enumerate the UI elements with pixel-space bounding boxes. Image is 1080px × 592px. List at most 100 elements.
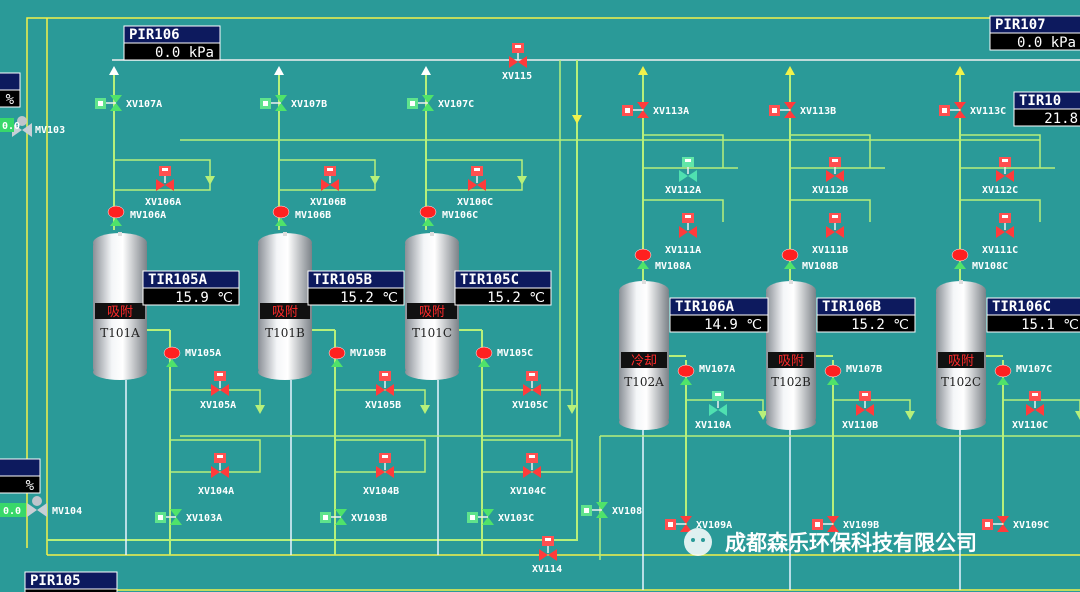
valve-body-icon <box>548 549 557 561</box>
motor-actuator-icon[interactable] <box>634 248 652 262</box>
xv-valve[interactable] <box>709 404 727 416</box>
vessel-status: 冷却 <box>631 354 657 369</box>
vessel-name: T101B <box>265 326 305 340</box>
flow-arrow-icon <box>785 66 795 75</box>
actuator-window <box>263 101 268 106</box>
tag-name: TIR106A <box>675 299 735 315</box>
xv-valve[interactable] <box>827 516 839 532</box>
xv-valve[interactable] <box>637 102 649 118</box>
flow-arrow-icon <box>517 176 527 185</box>
valve-label: XV112A <box>665 185 701 196</box>
valve-body-icon <box>166 359 178 367</box>
xv-valve[interactable] <box>679 226 697 238</box>
manual-valve-icon[interactable] <box>37 503 47 517</box>
xv-valve[interactable] <box>468 179 486 191</box>
manual-valve-icon[interactable] <box>27 503 37 517</box>
pipe-segment <box>26 17 1080 548</box>
valve-body-icon <box>680 524 692 532</box>
motor-actuator-icon[interactable] <box>677 364 695 378</box>
xv-valve[interactable] <box>422 95 434 111</box>
valve-label: XV106C <box>457 197 493 208</box>
valve-body-icon <box>275 95 287 103</box>
xv-valve[interactable] <box>680 516 692 532</box>
xv-valve[interactable] <box>784 102 796 118</box>
pipe-segment <box>170 389 261 412</box>
xv-valve[interactable] <box>997 516 1009 532</box>
xv-valve[interactable] <box>523 466 541 478</box>
valve-label: XV111C <box>982 245 1018 256</box>
valve-body-icon <box>996 226 1005 238</box>
motor-actuator-icon[interactable] <box>994 364 1012 378</box>
motor-actuator-icon[interactable] <box>781 248 799 262</box>
xv-valve[interactable] <box>826 170 844 182</box>
xv-valve[interactable] <box>826 226 844 238</box>
valve-body-icon <box>532 384 541 396</box>
xv-valve[interactable] <box>376 466 394 478</box>
motor-actuator-icon[interactable] <box>328 346 346 360</box>
xv-valve[interactable] <box>275 95 287 111</box>
motor-actuator-icon[interactable] <box>475 346 493 360</box>
flow-arrow-icon <box>1075 411 1080 420</box>
flow-arrow-icon <box>420 405 430 414</box>
valve-body-icon <box>330 179 339 191</box>
motor-actuator-icon[interactable] <box>272 205 290 219</box>
valve-body-icon <box>523 466 532 478</box>
xv-valve[interactable] <box>596 502 608 518</box>
valve-body-icon <box>835 170 844 182</box>
xv-valve[interactable] <box>523 384 541 396</box>
xv-valve[interactable] <box>335 509 347 525</box>
valve-body-icon <box>468 179 477 191</box>
xv-valve[interactable] <box>996 170 1014 182</box>
motor-actuator-icon[interactable] <box>951 248 969 262</box>
valve-label: XV104C <box>510 486 546 497</box>
motor-actuator-icon[interactable] <box>824 364 842 378</box>
pipe-segment <box>643 134 724 168</box>
xv-valve[interactable] <box>1026 404 1044 416</box>
xv-valve[interactable] <box>156 179 174 191</box>
tag-name-box <box>0 72 21 91</box>
xv-valve[interactable] <box>110 95 122 111</box>
xv-valve[interactable] <box>509 56 527 68</box>
xv-valve[interactable] <box>679 170 697 182</box>
valve-label: XV103B <box>351 513 387 524</box>
valve-label: MV103 <box>35 125 65 136</box>
tag-value-box <box>1013 108 1080 127</box>
xv-valve[interactable] <box>856 404 874 416</box>
tag-value-box <box>307 287 405 306</box>
xv-valve[interactable] <box>482 509 494 525</box>
xv-valve[interactable] <box>211 466 229 478</box>
actuator-window <box>862 393 868 396</box>
valve-label: MV108B <box>802 261 838 272</box>
xv-valve[interactable] <box>954 102 966 118</box>
manual-valve-icon[interactable] <box>22 123 32 137</box>
motor-actuator-icon[interactable] <box>107 205 125 219</box>
status-box <box>768 352 814 368</box>
flow-arrow-icon <box>370 176 380 185</box>
xv-valve[interactable] <box>376 384 394 396</box>
motor-actuator-icon[interactable] <box>163 346 181 360</box>
valve-body-icon <box>826 170 835 182</box>
xv-valve[interactable] <box>211 384 229 396</box>
xv-valve[interactable] <box>539 549 557 561</box>
status-box <box>938 352 984 368</box>
valve-body-icon <box>165 179 174 191</box>
valve-body-icon <box>156 179 165 191</box>
motor-actuator-icon[interactable] <box>419 205 437 219</box>
xv-valve[interactable] <box>996 226 1014 238</box>
xv-valve[interactable] <box>170 509 182 525</box>
tag-value: 0.0 kPa <box>155 45 214 61</box>
flow-arrow-icon <box>255 405 265 414</box>
manual-valve-icon[interactable] <box>12 123 22 137</box>
actuator-window <box>382 455 388 458</box>
xv-valve[interactable] <box>321 179 339 191</box>
tag-value-box <box>669 314 769 333</box>
valve-body-icon <box>688 170 697 182</box>
pipe-segment <box>960 134 1041 168</box>
tag-value: 15.2 ℃ <box>851 317 909 333</box>
